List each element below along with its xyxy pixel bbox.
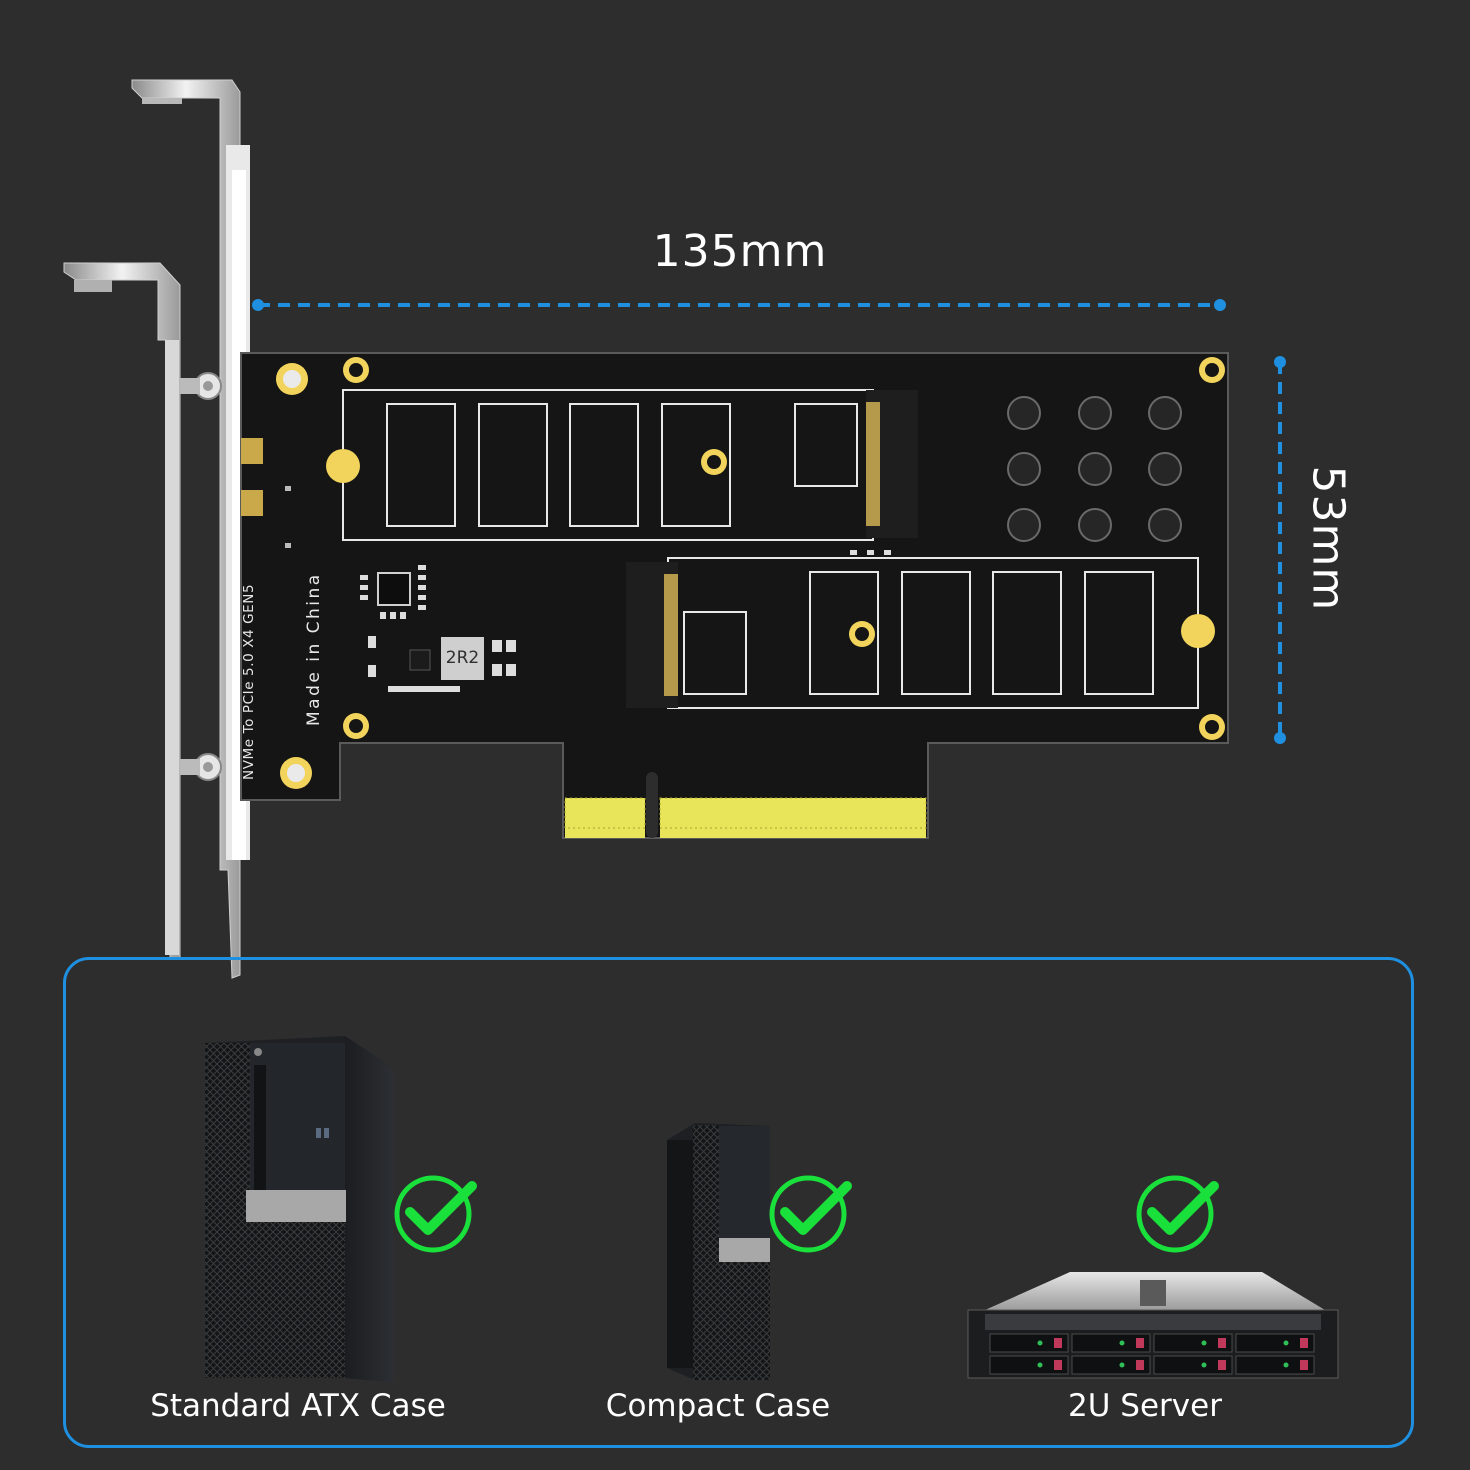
compatibility-panel [63,957,1414,1448]
standard-atx-case-label: Standard ATX Case [150,1388,446,1424]
2u-server-label: 2U Server [1068,1388,1222,1424]
pcie-gold-fingers [564,772,927,838]
full-height-bracket [131,79,250,979]
controller-ic-area [360,565,516,692]
check-circle-icon [394,1175,477,1253]
compact-case-image [667,1123,770,1380]
pcb-origin-text: Made in China [304,572,324,726]
pcb-model-text: NVMe To PCIe 5.0 X4 GEN5 [241,583,257,780]
inductor-label: 2R2 [445,648,480,668]
height-dimension-line [1274,356,1286,744]
width-dimension-line [252,299,1226,311]
thermal-pad-grid [1007,396,1182,542]
2u-server-image [967,1272,1339,1379]
height-dimension-label: 53mm [1302,465,1354,612]
standard-atx-case-image [205,1036,393,1382]
width-dimension-label: 135mm [652,226,828,277]
check-circle-icon [769,1175,852,1253]
mounting-holes [276,357,1225,789]
check-circle-icon [1136,1175,1219,1253]
m2-connector-lower [626,562,678,708]
low-profile-bracket [63,262,222,959]
compact-case-label: Compact Case [605,1388,831,1424]
pcb-board [240,352,1229,839]
m2-connector-upper [866,390,918,538]
